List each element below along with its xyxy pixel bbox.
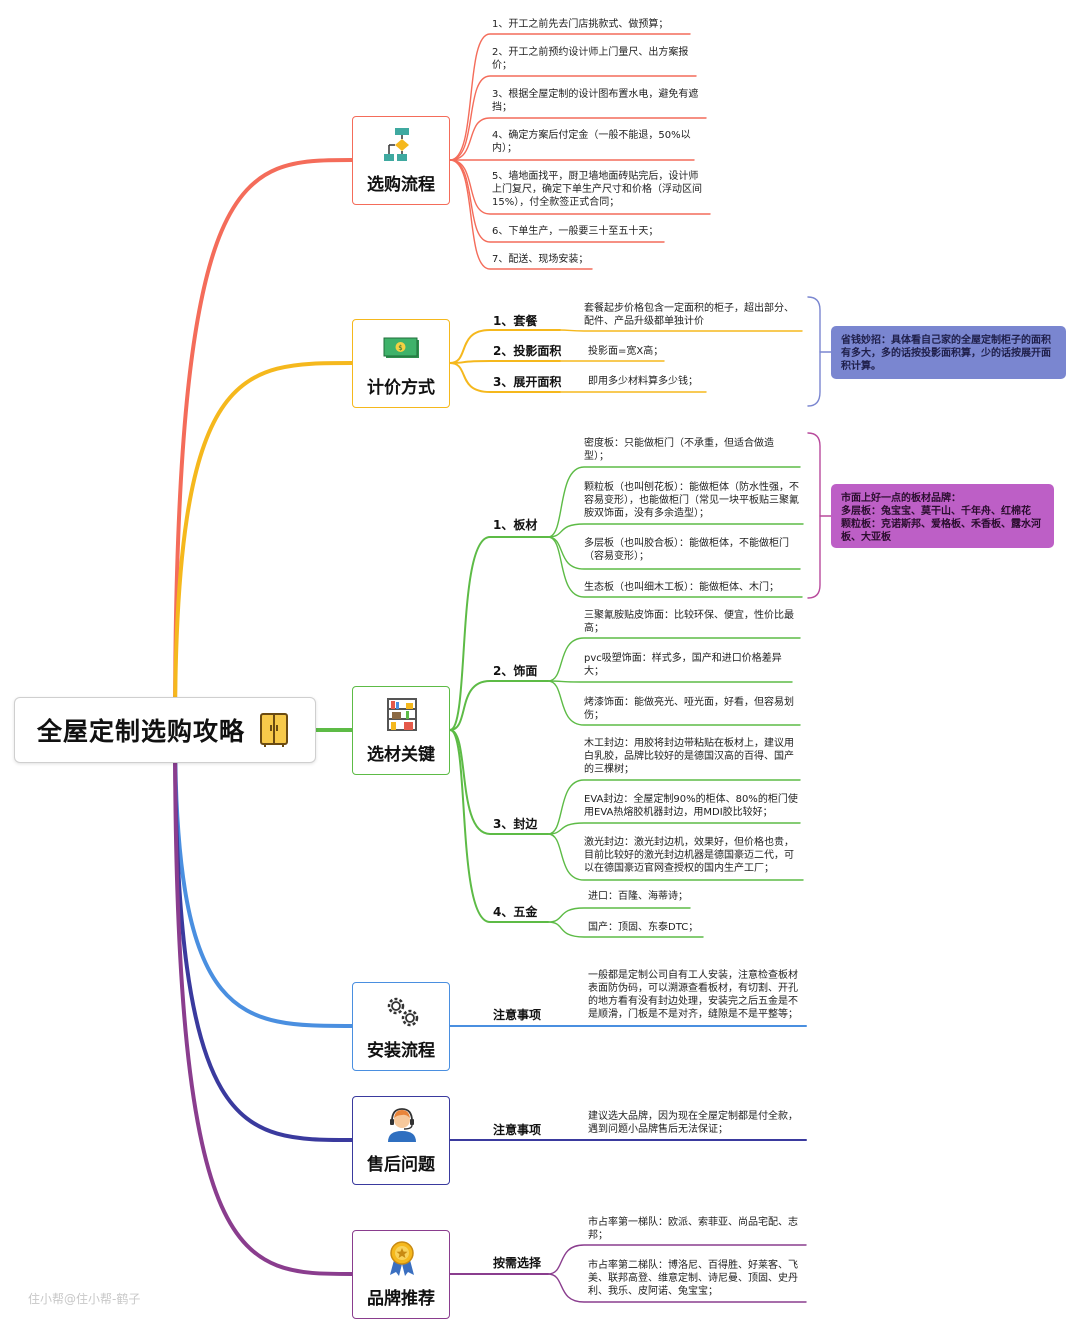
- branch-pricing[interactable]: $ 计价方式: [352, 319, 450, 408]
- gears-icon: [387, 997, 419, 1027]
- leaf-text: 3、根据全屋定制的设计图布置水电，避免有遮挡；: [492, 89, 699, 113]
- leaf-connector: [547, 921, 704, 938]
- leaf-text: 木工封边：用胶将封边带粘贴在板材上，建议用白乳胶，品牌比较好的是德国汉高的百得、…: [584, 738, 794, 775]
- leaf-connector: [547, 680, 801, 726]
- leaf-text: 国产：顶固、东泰DTC；: [588, 922, 699, 933]
- svg-text:$: $: [398, 344, 402, 352]
- leaf-connector: [547, 536, 801, 570]
- leaf-connector: [547, 466, 801, 538]
- leaf-text: 7、配送、现场安装；: [492, 254, 589, 265]
- sub-label[interactable]: 3、展开面积: [493, 375, 562, 389]
- sub-label[interactable]: 2、投影面积: [493, 344, 562, 358]
- leaf-text: 即用多少材料算多少钱；: [588, 376, 698, 387]
- leaf-connector: [547, 536, 803, 598]
- leaf-text: 4、确定方案后付定金（一般不能退，50%以内）；: [492, 130, 691, 154]
- leaf-text: 进口：百隆、海蒂诗；: [588, 891, 688, 902]
- leaf-text: 三聚氰胺贴皮饰面：比较环保、便宜，性价比最高；: [584, 610, 794, 634]
- leaf-text: 套餐起步价格包含一定面积的柜子，超出部分、配件、产品升级都单独计价: [584, 303, 794, 327]
- leaf-text: 密度板：只能做柜门（不承重，但适合做造型）；: [584, 438, 774, 462]
- leaf-connector: [547, 523, 804, 538]
- note-board-brands[interactable]: 市面上好一点的板材品牌： 多层板：兔宝宝、莫干山、千年舟、红棉花 颗粒板：克诺斯…: [831, 484, 1054, 548]
- leaf-text: 生态板（也叫细木工板）：能做柜体、木门；: [584, 582, 779, 593]
- leaf-connector: [559, 329, 803, 332]
- sub-connector: [449, 729, 549, 835]
- leaf-connector: [547, 1244, 807, 1275]
- leaf-connector: [547, 680, 793, 683]
- branch-connector: [173, 728, 354, 1142]
- sub-label[interactable]: 1、板材: [493, 518, 538, 532]
- leaf-text: 多层板（也叫胶合板）：能做柜体，不能做柜门（容易变形）；: [584, 538, 789, 562]
- note-saving-tip[interactable]: 省钱妙招：具体看自己家的全屋定制柜子的面积有多大，多的话按投影面积算，少的话按展…: [831, 326, 1066, 379]
- sub-connector: [449, 360, 561, 364]
- note-line: 颗粒板：克诺斯邦、爱格板、禾香板、露水河板、大亚板: [841, 519, 1041, 543]
- leaf-text: 1、开工之前先去门店挑款式、做预算；: [492, 19, 669, 30]
- flowchart-icon: [384, 128, 409, 161]
- branch-title: 选材关键: [367, 745, 435, 765]
- leaf-text: 市占率第一梯队：欧派、索菲亚、尚品宅配、志邦；: [588, 1217, 798, 1241]
- branch-aftersale[interactable]: 售后问题: [352, 1096, 450, 1185]
- sub-connector: [449, 329, 561, 364]
- leaf-text: 5、墙地面找平，厨卫墙地面砖贴完后，设计师上门复尺，确定下单生产尺寸和价格（浮动…: [492, 171, 702, 208]
- leaf-text: 激光封边：激光封边机，效果好，但价格也贵，目前比较好的激光封边机器是德国豪迈二代…: [584, 837, 794, 874]
- medal-icon: [390, 1241, 414, 1276]
- sub-connector: [449, 362, 561, 393]
- leaf-connector: [547, 822, 801, 835]
- branch-purchase[interactable]: 选购流程: [352, 116, 450, 205]
- sub-connector: [449, 680, 549, 731]
- branch-title: 品牌推荐: [367, 1289, 435, 1309]
- leaf-connector: [547, 1273, 807, 1303]
- root-node[interactable]: 全屋定制选购攻略: [14, 697, 316, 763]
- branch-title: 计价方式: [367, 378, 435, 398]
- leaf-connector: [547, 833, 804, 881]
- leaf-text: 6、下单生产，一般要三十至五十天；: [492, 226, 659, 237]
- branch-title: 选购流程: [367, 175, 435, 195]
- leaf-connector: [449, 117, 707, 161]
- note-bracket: [807, 432, 821, 599]
- branch-connector: [173, 728, 354, 1028]
- sub-label[interactable]: 按需选择: [493, 1256, 542, 1270]
- note-bracket: [807, 296, 821, 407]
- leaf-text: EVA封边：全屋定制90%的柜体、80%的柜门使用EVA热熔胶机器封边，用MDI…: [584, 794, 798, 818]
- sub-label[interactable]: 2、饰面: [493, 664, 538, 678]
- leaf-text: 投影面=宽X高；: [588, 346, 664, 357]
- branch-title: 售后问题: [367, 1155, 435, 1175]
- branch-brands[interactable]: 品牌推荐: [352, 1230, 450, 1319]
- leaf-connector: [547, 779, 801, 835]
- branch-connector: [173, 728, 354, 1276]
- root-title: 全屋定制选购攻略: [37, 717, 246, 746]
- note-line: 市面上好一点的板材品牌：: [841, 493, 961, 504]
- leaf-connector: [449, 75, 697, 161]
- leaf-text: 颗粒板（也叫刨花板）：能做柜体（防水性强，不容易变形），也能做柜门（常见一块平板…: [584, 482, 799, 519]
- leaf-text: pvc吸塑饰面：样式多，国产和进口价格差异大；: [584, 653, 782, 677]
- money-icon: $: [383, 337, 419, 358]
- sub-label[interactable]: 3、封边: [493, 817, 538, 831]
- branch-title: 安装流程: [367, 1041, 435, 1061]
- leaf-text: 一般都是定制公司自有工人安装，注意检查板材表面防伪码，可以溯源查看板材，有切割、…: [588, 970, 798, 1020]
- branch-install[interactable]: 安装流程: [352, 982, 450, 1071]
- sub-connector: [449, 729, 549, 923]
- shelf-icon: [387, 698, 417, 731]
- leaf-text: 烤漆饰面：能做亮光、哑光面，好看，但容易划伤；: [584, 697, 794, 721]
- leaf-connector: [547, 637, 801, 682]
- leaf-text: 建议选大品牌，因为现在全屋定制都是付全款，遇到问题小品牌售后无法保证；: [588, 1111, 798, 1135]
- sub-label[interactable]: 注意事项: [493, 1008, 542, 1022]
- sub-label[interactable]: 4、五金: [493, 905, 538, 919]
- watermark: 住小帮@住小帮-鹤子: [28, 1292, 141, 1306]
- branch-connector: [173, 158, 354, 732]
- leaf-text: 市占率第二梯队：博洛尼、百得胜、好莱客、飞美、联邦高登、维意定制、诗尼曼、顶固、…: [588, 1260, 798, 1297]
- note-line: 多层板：兔宝宝、莫干山、千年舟、红棉花: [841, 506, 1031, 517]
- note-line: 省钱妙招：具体看自己家的全屋定制柜子的面积有多大，多的话按投影面积算，少的话按展…: [841, 335, 1051, 372]
- sub-label[interactable]: 1、套餐: [493, 314, 538, 328]
- leaf-text: 2、开工之前预约设计师上门量尺、出方案报价；: [492, 47, 689, 71]
- leaf-connector: [449, 33, 691, 161]
- leaf-connector: [449, 159, 593, 270]
- leaf-connector: [547, 907, 691, 923]
- branch-materials[interactable]: 选材关键: [352, 686, 450, 775]
- cabinet-icon: [260, 713, 288, 747]
- sub-connector: [449, 536, 549, 731]
- branch-connector: [173, 361, 354, 732]
- customer-service-icon: [388, 1108, 416, 1142]
- sub-label[interactable]: 注意事项: [493, 1123, 542, 1137]
